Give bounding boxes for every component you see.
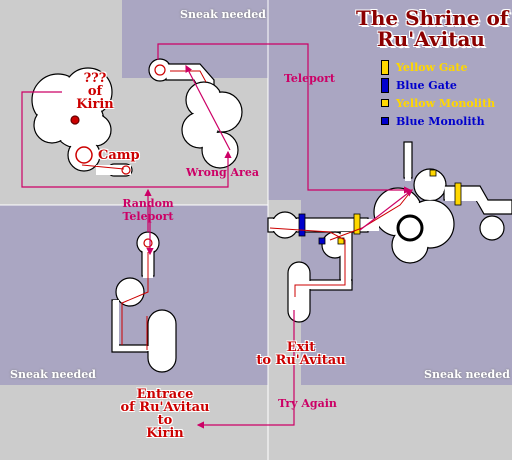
legend-label-yellow-gate: Yellow Gate [396,60,468,74]
entrance-label-line4: Kirin [146,426,184,441]
teleport-label: Teleport [284,72,336,85]
yellow-monolith-icon-2 [429,169,437,177]
legend-label-blue-monolith: Blue Monolith [396,114,485,128]
teleport-route [157,43,412,194]
map-title-line2: Ru'Avitau [377,27,485,51]
exit-route [359,189,413,231]
camp-marker-icon [75,146,93,164]
kirin-label: ??? of Kirin [70,72,120,111]
legend-item-blue-monolith: Blue Monolith [374,112,495,130]
teleport-pad-icon [154,64,166,76]
legend-label-yellow-monolith: Yellow Monolith [396,96,496,110]
kirin-label-line2: of [87,84,103,99]
map-legend: Yellow Gate Blue Gate Yellow Monolith Bl… [374,58,495,130]
blue-gate-icon [298,213,306,237]
kirin-loop-route [21,91,232,188]
shrine-central-pillar-icon [396,214,424,242]
sneak-label-bottom-right: Sneak needed [424,368,510,381]
legend-item-blue-gate: Blue Gate [374,76,495,94]
random-teleport-label: Random Teleport [120,197,176,223]
legend-label-blue-gate: Blue Gate [396,78,457,92]
legend-item-yellow-monolith: Yellow Monolith [374,94,495,112]
entrance-label: Entrace of Ru'Avitau to Kirin [110,388,220,440]
try-again-label: Try Again [278,397,337,410]
blue-gate-legend-icon [381,77,389,93]
wrong-area-label: Wrong Area [186,166,259,179]
wrong-area-route [185,64,231,151]
blue-monolith-legend-icon [381,117,389,125]
entrance-label-line3: to [157,413,173,428]
legend-item-yellow-gate: Yellow Gate [374,58,495,76]
random-teleport-line2: Teleport [122,210,174,223]
entrance-label-line2: of Ru'Avitau [120,400,210,415]
try-again-route [196,310,295,429]
sneak-label-top: Sneak needed [180,8,266,21]
camp-label: Camp [98,148,140,163]
map-title-line1: The Shrine of [356,6,509,30]
kirin-label-line3: Kirin [76,97,114,112]
light-area-corner [268,200,300,385]
blue-monolith-icon [318,237,326,245]
yellow-gate-icon-1 [353,213,361,235]
sneak-label-bottom-left: Sneak needed [10,368,96,381]
sneak-zone-right-top [268,0,512,200]
yellow-gate-legend-icon [381,59,389,75]
yellow-monolith-legend-icon [381,99,389,107]
camp-exit-icon [121,165,131,175]
kirin-label-line1: ??? [83,71,107,86]
exit-label: Exit to Ru'Avitau [246,341,356,367]
kirin-marker-icon [70,115,80,125]
random-teleport-pad-icon [143,238,153,248]
walk-path [81,70,413,350]
exit-label-line2: to Ru'Avitau [256,353,346,368]
exit-label-line1: Exit [286,340,316,355]
random-teleport-line1: Random [122,197,174,210]
yellow-gate-icon-2 [454,182,462,206]
entrance-label-line1: Entrace [136,387,194,402]
